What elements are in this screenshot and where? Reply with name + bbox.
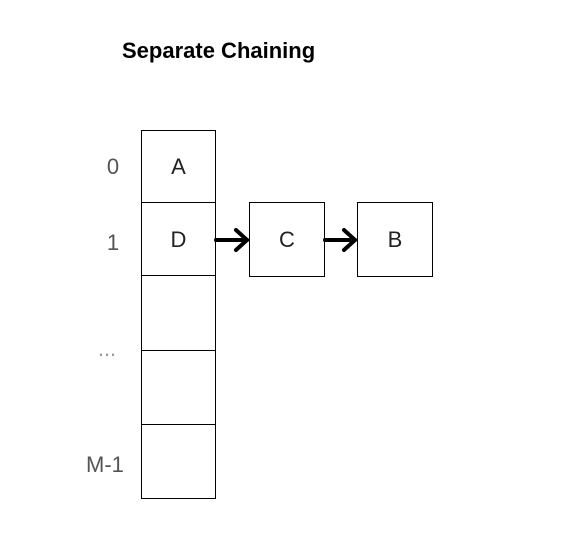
table-slot-0: A: [141, 130, 216, 204]
index-label-0: 0: [106, 154, 120, 179]
table-slot-1: D: [141, 202, 216, 277]
chain-node-b: B: [357, 202, 433, 277]
index-label-last: M-1: [86, 452, 124, 477]
index-label-ellipsis: ...: [97, 336, 117, 361]
table-slot-4: [141, 424, 216, 499]
arrow-c-to-b: [323, 228, 357, 252]
diagram-title: Separate Chaining: [122, 38, 316, 63]
table-slot-3: [141, 350, 216, 426]
arrow-d-to-c: [214, 228, 249, 252]
table-slot-2: [141, 275, 216, 352]
index-label-1: 1: [106, 230, 120, 255]
chain-node-c: C: [249, 202, 325, 277]
